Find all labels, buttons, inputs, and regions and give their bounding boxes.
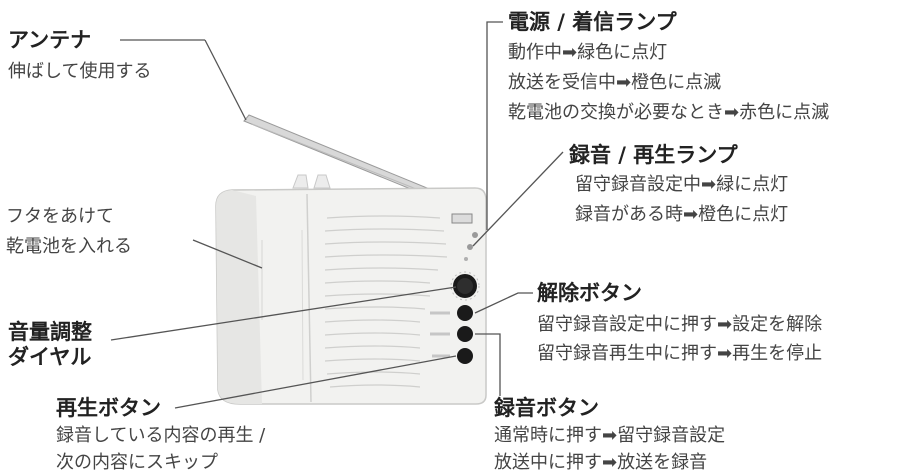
record-button-title: 録音ボタン — [494, 396, 599, 420]
leader-record-button — [475, 333, 501, 396]
record-button-line-1: 通常時に押す➡留守録音設定 — [494, 425, 726, 446]
leader-power-lamp — [486, 21, 503, 230]
record-lamp-line-1: 留守録音設定中➡緑に点灯 — [575, 174, 789, 195]
indicator-lamps — [464, 232, 478, 261]
cancel-button-line-1: 留守録音設定中に押す➡設定を解除 — [537, 314, 823, 335]
top-tabs — [292, 174, 331, 189]
record-button-line-2: 放送中に押す➡放送を録音 — [494, 452, 708, 473]
play-button-line-2: 次の内容にスキップ — [56, 452, 218, 473]
record-lamp-line-2: 録音がある時➡橙色に点灯 — [575, 204, 789, 225]
leader-lines — [110, 21, 564, 409]
battery-cover-line-1: フタをあけて — [6, 206, 114, 227]
power-lamp-title: 電源 / 着信ランプ — [508, 10, 677, 34]
leader-antenna-2 — [204, 39, 247, 121]
cancel-button-title: 解除ボタン — [537, 281, 642, 305]
power-lamp-line-2: 放送を受信中➡橙色に点滅 — [508, 72, 722, 93]
antenna-desc: 伸ばして使用する — [8, 61, 152, 82]
volume-dial-knob — [450, 271, 480, 301]
front-buttons — [430, 305, 473, 364]
speaker-grille — [324, 215, 448, 388]
power-lamp-line-3: 乾電池の交換が必要なとき➡赤色に点滅 — [508, 102, 830, 123]
volume-dial-title-1: 音量調整 — [8, 320, 92, 344]
record-lamp-title: 録音 / 再生ランプ — [569, 143, 738, 167]
volume-dial-title-2: ダイヤル — [8, 345, 92, 369]
battery-cover-line-2: 乾電池を入れる — [6, 236, 132, 257]
leader-record-lamp — [472, 151, 564, 247]
leader-volume-dial — [110, 286, 457, 341]
antenna-title: アンテナ — [8, 28, 92, 52]
leader-battery-cover — [192, 239, 263, 269]
power-lamp-line-1: 動作中➡緑色に点灯 — [508, 42, 668, 63]
leader-cancel-button — [474, 292, 533, 314]
brand-logo-badge — [451, 213, 473, 224]
leader-play-button — [174, 355, 457, 409]
play-button-title: 再生ボタン — [56, 396, 161, 420]
device-body — [215, 187, 487, 405]
play-button-line-1: 録音している内容の再生 / — [56, 425, 266, 446]
cancel-button-line-2: 留守録音再生中に押す➡再生を停止 — [537, 343, 823, 364]
